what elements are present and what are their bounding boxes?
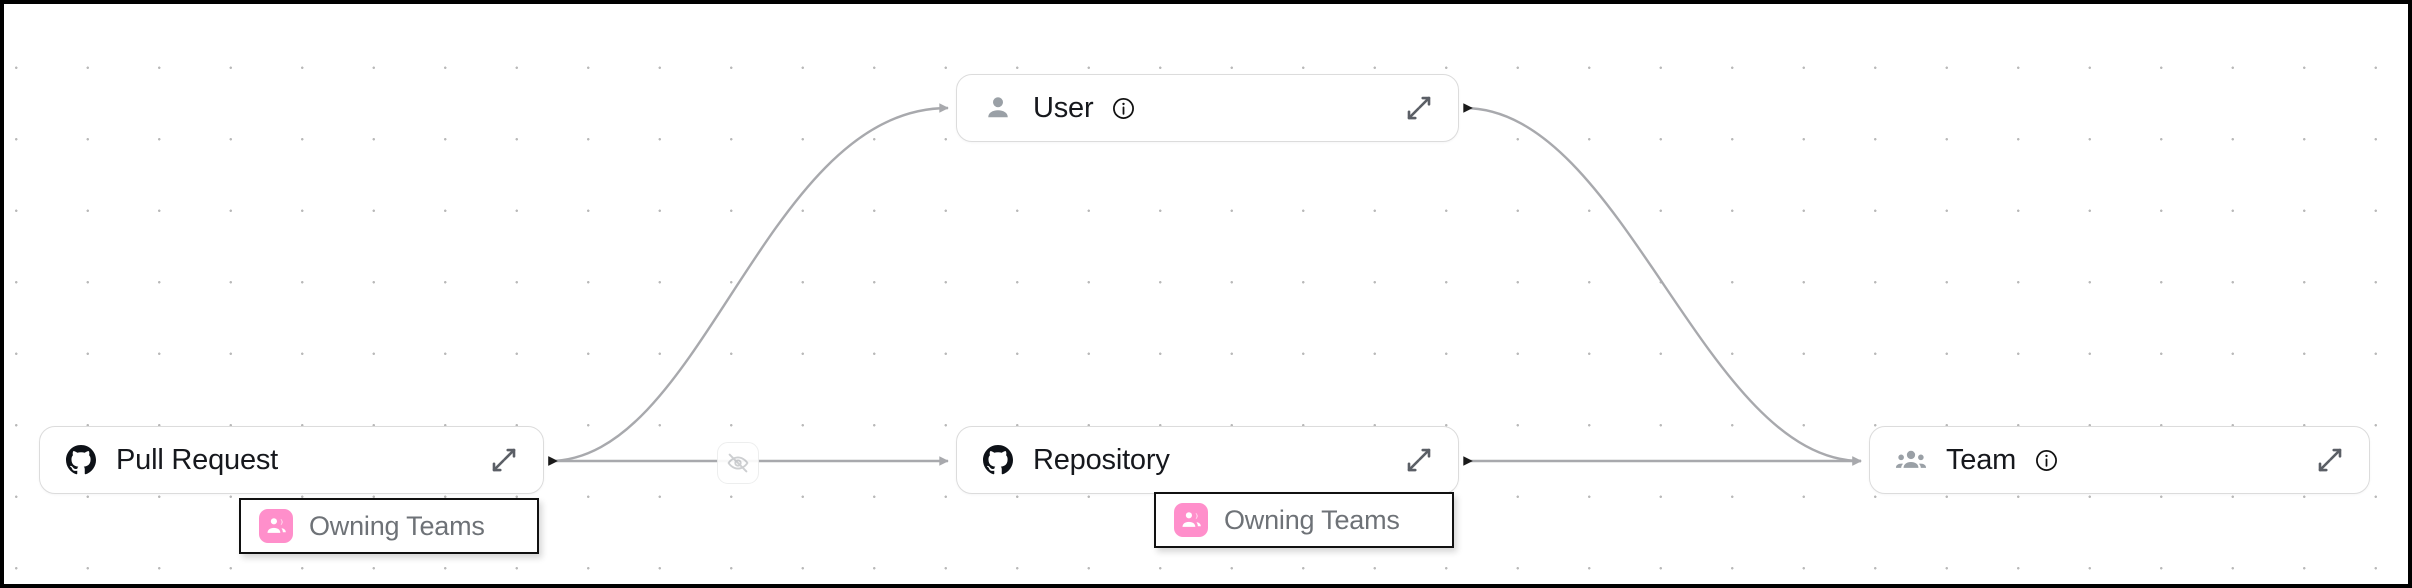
edge-pull-request-to-user[interactable] bbox=[548, 103, 949, 466]
edge-user-to-team[interactable] bbox=[1463, 103, 1862, 466]
chip-label: Owning Teams bbox=[309, 510, 485, 541]
expand-arrows-icon[interactable] bbox=[487, 443, 521, 477]
github-icon bbox=[981, 443, 1015, 477]
eye-off-icon[interactable] bbox=[717, 442, 759, 484]
node-label: Pull Request bbox=[116, 443, 279, 476]
expand-arrows-icon[interactable] bbox=[1402, 443, 1436, 477]
info-circle-icon[interactable] bbox=[2034, 448, 2059, 473]
people-group-icon bbox=[259, 509, 293, 543]
chip-owning-teams-repository[interactable]: Owning Teams bbox=[1154, 492, 1454, 548]
expand-arrows-icon[interactable] bbox=[2313, 443, 2347, 477]
people-group-icon bbox=[1174, 503, 1208, 537]
info-circle-icon[interactable] bbox=[1111, 96, 1136, 121]
node-label: User bbox=[1033, 91, 1094, 124]
node-label: Team bbox=[1946, 443, 2017, 476]
chip-label: Owning Teams bbox=[1224, 504, 1400, 535]
node-repository[interactable]: Repository bbox=[956, 426, 1459, 494]
node-team[interactable]: Team bbox=[1869, 426, 2370, 494]
node-user[interactable]: User bbox=[956, 74, 1459, 142]
graph-canvas[interactable]: Pull Request User bbox=[4, 4, 2408, 584]
person-icon bbox=[981, 91, 1015, 125]
node-label: Repository bbox=[1033, 443, 1170, 476]
people-group-icon bbox=[1894, 443, 1928, 477]
node-pull-request[interactable]: Pull Request bbox=[39, 426, 544, 494]
github-icon bbox=[64, 443, 98, 477]
expand-arrows-icon[interactable] bbox=[1402, 91, 1436, 125]
chip-owning-teams-pull-request[interactable]: Owning Teams bbox=[239, 498, 539, 554]
